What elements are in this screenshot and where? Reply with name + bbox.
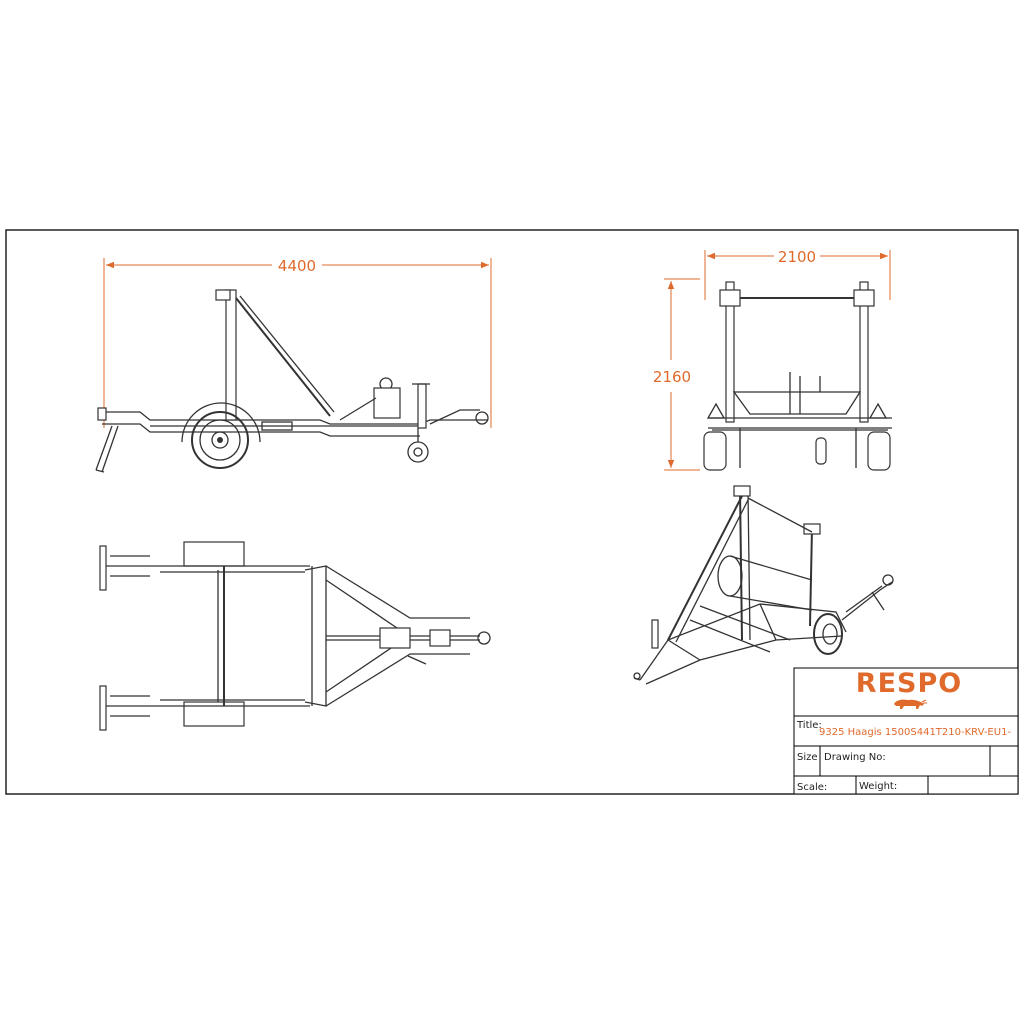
bull-logo-icon (894, 699, 927, 709)
title-block: RESPO Title: 9325 Haagis 1500S441T210-KR… (793, 667, 1019, 795)
weight-label: Weight: (859, 781, 897, 792)
dimension-width: 2100 (704, 248, 891, 300)
dimension-height-label: 2160 (653, 368, 691, 386)
brand-logo: RESPO (856, 668, 962, 699)
dimension-length: 4400 (103, 257, 492, 428)
rear-view: 2100 2160 (653, 248, 892, 471)
title-value: 9325 Haagis 1500S441T210-KRV-EU1- (819, 727, 1011, 738)
isometric-view (633, 485, 894, 685)
drawing-frame (5, 229, 1019, 795)
title-label: Title: (796, 720, 822, 731)
dimension-width-label: 2100 (778, 248, 816, 266)
drawing-no-label: Drawing No: (824, 752, 886, 763)
side-view: 4400 (95, 257, 492, 473)
top-view (99, 541, 491, 731)
scale-label: Scale: (797, 782, 827, 793)
dimension-length-label: 4400 (278, 257, 316, 275)
size-label: Size (797, 752, 818, 763)
dimension-height: 2160 (653, 278, 700, 471)
